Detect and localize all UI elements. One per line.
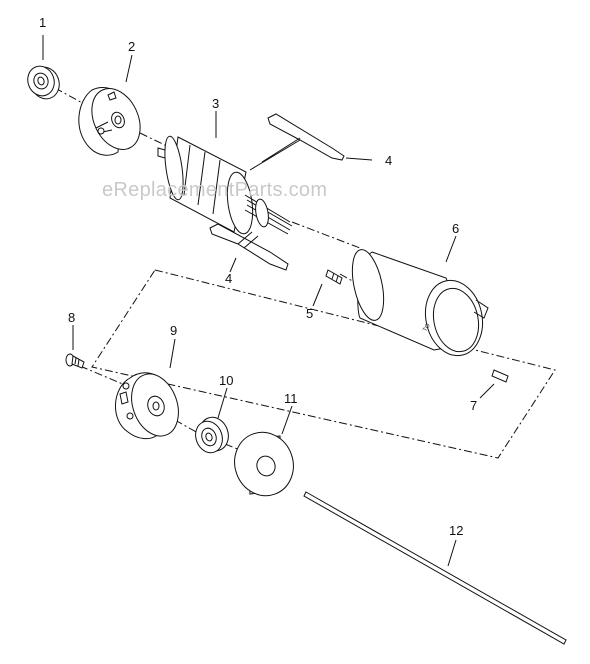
- callout-7: 7: [470, 398, 477, 413]
- part-4-brush-lower: [209, 223, 289, 271]
- callout-1: 1: [39, 15, 46, 30]
- callout-labels: 1 2 3 4 4 5 6 7 8 9 10 11 12: [39, 15, 477, 538]
- leader-lines: [42, 35, 495, 567]
- part-3-armature: [157, 135, 293, 235]
- part-2-end-bell: [78, 87, 141, 156]
- callout-5: 5: [306, 306, 313, 321]
- callout-8: 8: [68, 310, 75, 325]
- callout-4-lower: 4: [225, 271, 232, 286]
- part-4-brush-upper: [249, 113, 345, 171]
- part-5-pin: [325, 269, 343, 285]
- callout-12: 12: [449, 523, 463, 538]
- part-8-screw: [65, 353, 85, 369]
- part-6-housing: TO: [351, 249, 489, 357]
- part-9-end-bell: [115, 372, 179, 440]
- callout-11: 11: [284, 391, 298, 406]
- callout-2: 2: [128, 39, 135, 54]
- svg-text:TO: TO: [423, 323, 432, 333]
- callout-3: 3: [212, 96, 219, 111]
- part-7-pin: [491, 369, 509, 383]
- part-10-bearing: [195, 416, 229, 454]
- watermark-text: eReplacementParts.com: [102, 179, 327, 201]
- callout-9: 9: [170, 323, 177, 338]
- callout-4-upper: 4: [385, 153, 392, 168]
- callout-6: 6: [452, 221, 459, 236]
- callout-10: 10: [219, 373, 233, 388]
- part-12-shaft: [303, 491, 567, 645]
- part-11-washer: [234, 431, 294, 497]
- part-1-bearing: [27, 65, 60, 100]
